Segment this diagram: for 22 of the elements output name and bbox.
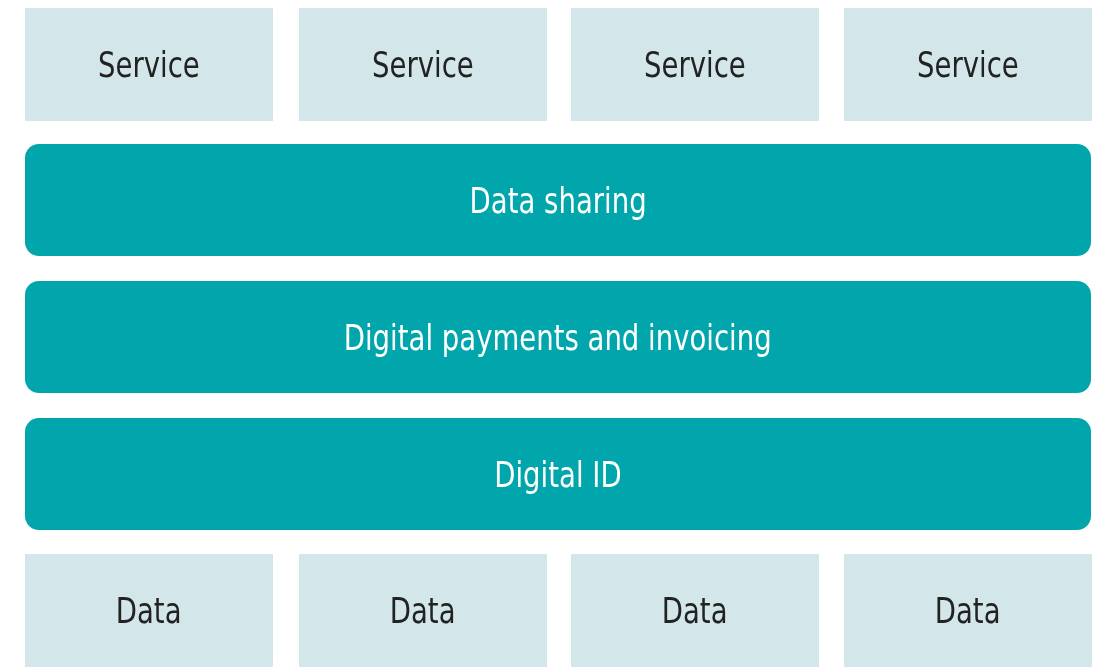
node-label: Data (116, 590, 182, 631)
node-label: Digital payments and invoicing (344, 316, 772, 358)
node-label: Data (662, 590, 728, 631)
layer-band (25, 281, 1091, 393)
data-box (571, 554, 819, 667)
data-box (25, 554, 273, 667)
node-label: Data (390, 590, 456, 631)
service-box (571, 8, 819, 121)
data-box (299, 554, 547, 667)
node-label: Service (98, 44, 200, 85)
node-label: Service (644, 44, 746, 85)
node-label: Digital ID (494, 453, 622, 495)
node-label: Data (935, 590, 1001, 631)
node-label: Service (372, 44, 474, 85)
layer-band (25, 418, 1091, 530)
node-label: Service (917, 44, 1019, 85)
service-box (25, 8, 273, 121)
layer-band (25, 144, 1091, 256)
data-box (844, 554, 1092, 667)
service-box (299, 8, 547, 121)
service-box (844, 8, 1092, 121)
node-label: Data sharing (469, 179, 647, 221)
